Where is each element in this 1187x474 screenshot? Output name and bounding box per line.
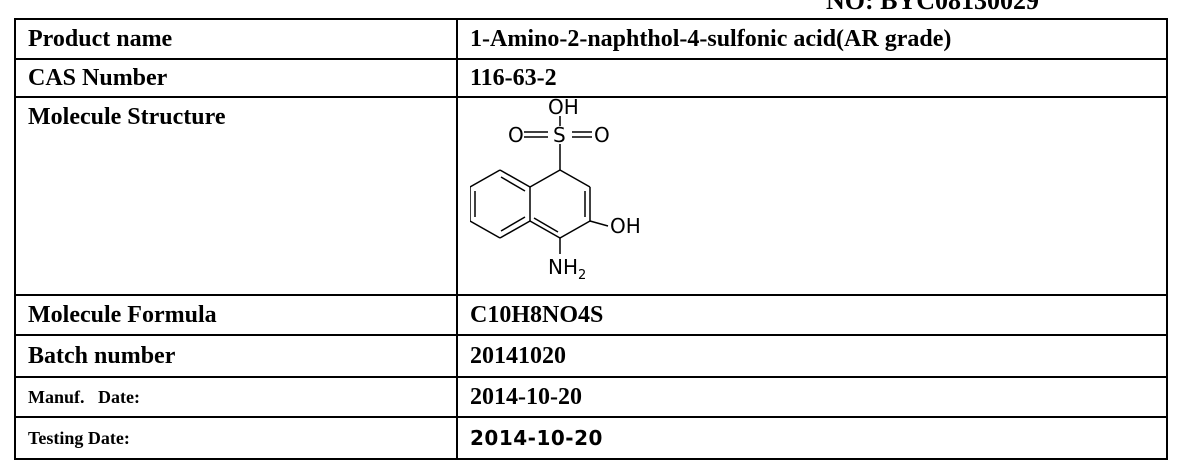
table-row-manufacture-date: Manuf. Date: 2014-10-20 [14, 376, 1168, 418]
table-row-testing-date: Testing Date: 2014-10-20 [14, 416, 1168, 460]
cas-number-value: 116-63-2 [456, 58, 1168, 98]
table-row-product-name: Product name 1-Amino-2-naphthol-4-sulfon… [14, 18, 1168, 60]
sulfur-label: S [553, 123, 566, 147]
oh-top-label: OH [548, 98, 579, 119]
amine-label-main: NH [548, 255, 578, 279]
molecule-structure-label: Molecule Structure [14, 96, 458, 296]
table-row-batch-number: Batch number 20141020 [14, 334, 1168, 378]
amine-label-subscript: 2 [578, 268, 586, 283]
product-name-value: 1-Amino-2-naphthol-4-sulfonic acid(AR gr… [456, 18, 1168, 60]
table-row-cas-number: CAS Number 116-63-2 [14, 58, 1168, 98]
molecule-structure-cell: OH O S O OH NH2 [456, 96, 1168, 296]
batch-number-label: Batch number [14, 334, 458, 378]
molecule-formula-value: C10H8NO4S [456, 294, 1168, 336]
molecule-formula-label: Molecule Formula [14, 294, 458, 336]
molecule-structure-drawing: OH O S O OH NH2 [470, 98, 641, 283]
oh-right-label: OH [610, 214, 641, 238]
testing-date-label: Testing Date: [14, 416, 458, 460]
oxygen-right-label: O [594, 123, 610, 147]
manufacture-date-value: 2014-10-20 [456, 376, 1168, 418]
cas-number-label: CAS Number [14, 58, 458, 98]
oxygen-left-label: O [508, 123, 524, 147]
manufacture-date-label: Manuf. Date: [14, 376, 458, 418]
batch-number-value: 20141020 [456, 334, 1168, 378]
product-name-label: Product name [14, 18, 458, 60]
product-spec-table: Product name 1-Amino-2-naphthol-4-sulfon… [14, 18, 1168, 460]
amine-label: NH2 [548, 255, 586, 283]
table-row-molecule-formula: Molecule Formula C10H8NO4S [14, 294, 1168, 336]
table-row-molecule-structure: Molecule Structure [14, 96, 1168, 296]
testing-date-value: 2014-10-20 [456, 416, 1168, 460]
document-number: NO: BYC08130029 [826, 0, 1040, 15]
